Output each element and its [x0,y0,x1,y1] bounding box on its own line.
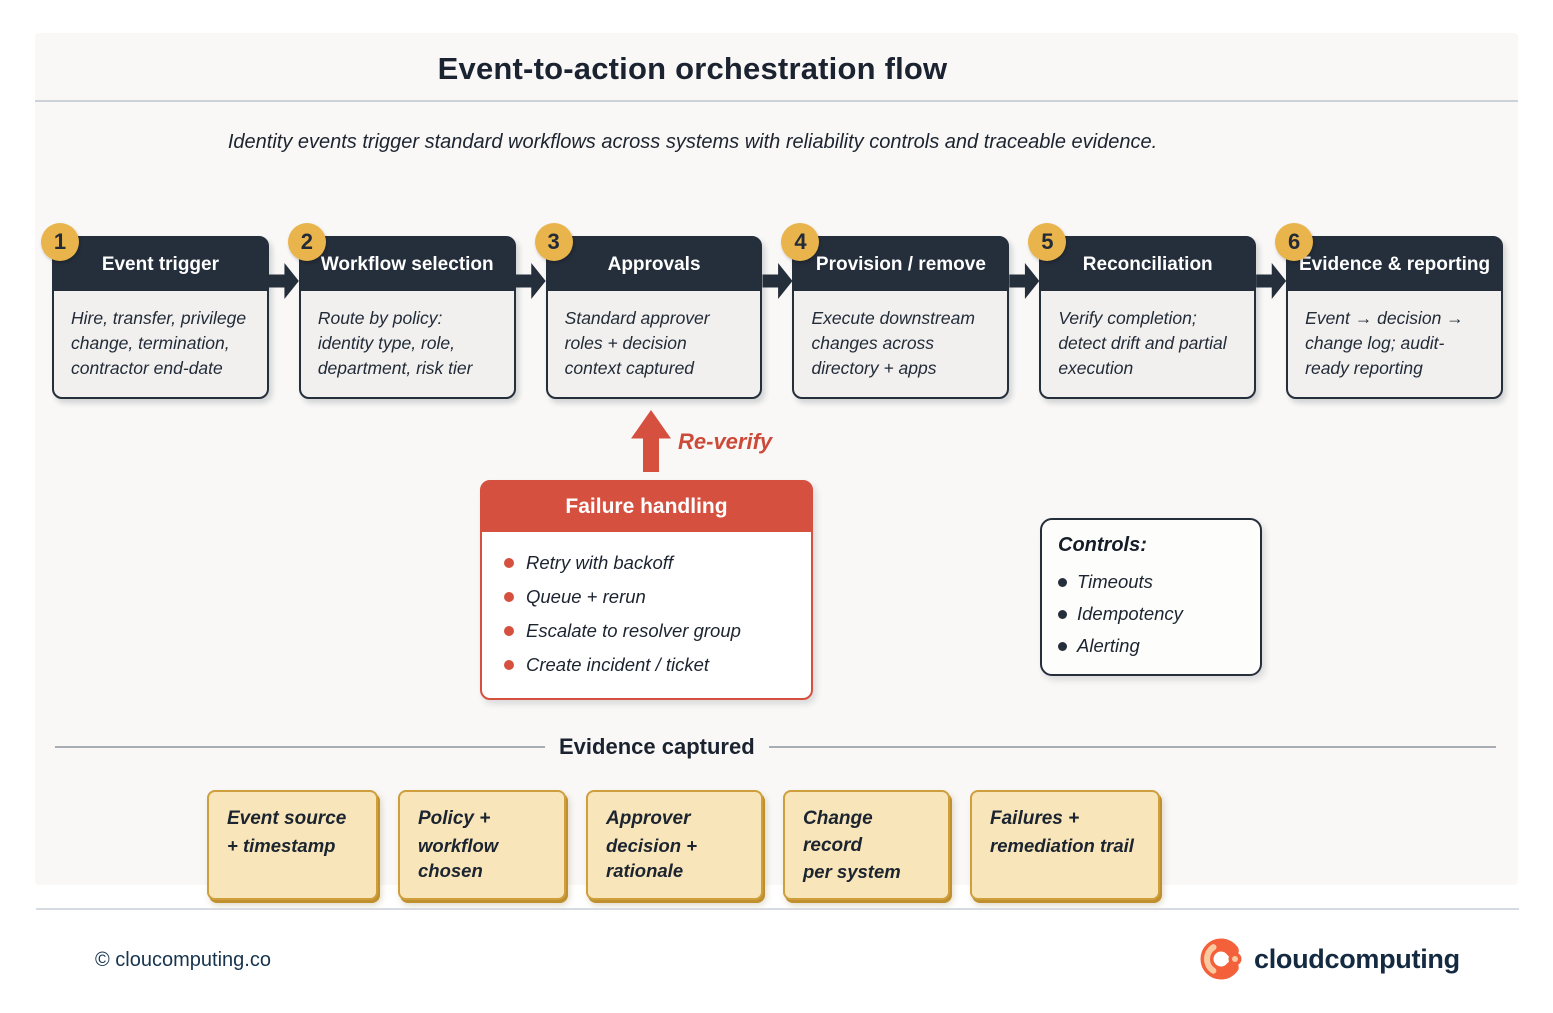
step-title: Event trigger [54,238,267,291]
bullet-icon [1058,609,1067,619]
failure-item-label: Create incident / ticket [526,654,710,675]
brand-logo: cloudcomputing [1199,936,1460,982]
footer-divider [36,908,1519,910]
step-approvals: 3 Approvals Standard approver roles + de… [534,223,763,399]
evidence-label: Failures + [990,808,1080,829]
step-description: Verify completion; detect drift and part… [1058,308,1227,378]
copyright-text: © cloucomputing.co [95,949,271,971]
diagram-card: Event-to-action orchestration flow Ident… [35,33,1518,901]
step-number-badge: 6 [1275,223,1314,261]
reverify-label: Re-verify [678,429,773,454]
evidence-box-policy-workflow: Policy + workflow chosen [398,790,566,901]
evidence-label: decision + rationale [606,834,697,882]
step-provision-remove: 4 Provision / remove Execute downstream … [781,223,1010,399]
bullet-icon [504,558,514,568]
step-title: Approvals [547,238,761,291]
brand-wordmark: cloudcomputing [1254,943,1460,974]
step-number-badge: 5 [1028,223,1067,261]
evidence-label: Approver [606,808,691,829]
step-title: Evidence & reporting [1288,238,1501,291]
arrow-right-icon [515,263,546,299]
failure-handling-title: Failure handling [482,482,811,532]
failure-item-label: Escalate to resolver group [526,620,741,641]
evidence-label: Event source [227,808,347,829]
divider-line [768,746,1496,748]
controls-list: Timeouts Idempotency Alerting [1058,566,1244,662]
step-description: Route by policy: identity type, role, de… [317,308,473,378]
failure-item: Queue + rerun [504,580,797,614]
step-number-badge: 4 [781,223,820,261]
page-title: Event-to-action orchestration flow [437,51,948,86]
step-description: Hire, transfer, privilege change, termin… [71,308,247,378]
control-item-label: Idempotency [1077,603,1183,624]
evidence-label: + timestamp [227,834,336,856]
control-item-label: Timeouts [1077,571,1153,592]
divider-line [55,746,545,748]
step-number-badge: 3 [534,223,573,261]
step-title: Provision / remove [794,238,1008,291]
failure-item-label: Queue + rerun [526,586,646,607]
step-evidence-reporting: 6 Evidence & reporting Event → decision … [1275,223,1503,399]
step-title: Reconciliation [1041,238,1255,291]
failure-item-label: Retry with backoff [526,552,674,573]
step-number-badge: 1 [41,223,79,261]
step-number-badge: 2 [287,223,326,261]
control-item: Timeouts [1058,566,1244,598]
page-subtitle: Identity events trigger standard workflo… [227,131,1158,153]
step-event-trigger: 1 Event trigger Hire, transfer, privileg… [41,223,269,399]
evidence-section-title: Evidence captured [559,734,755,759]
arrow-right-icon [268,263,299,299]
evidence-label: Change record [803,808,873,856]
evidence-box-change-record: Change record per system [783,790,950,901]
bullet-icon [1058,577,1067,587]
evidence-section-divider: Evidence captured [55,734,1496,760]
step-description: Execute downstream changes across direct… [811,308,975,378]
control-item-label: Alerting [1077,635,1140,656]
step-reconciliation: 5 Reconciliation Verify completion; dete… [1028,223,1257,399]
failure-handling-box: Failure handling Retry with backoff Queu… [480,480,813,700]
controls-title: Controls: [1058,534,1147,556]
evidence-label: workflow chosen [418,834,499,882]
evidence-box-approver-decision: Approver decision + rationale [586,790,763,901]
arrow-right-icon [762,263,793,299]
failure-item: Escalate to resolver group [504,614,797,648]
step-description: Event → decision → change log; audit-rea… [1305,308,1464,378]
step-description: Standard approver roles + decision conte… [564,308,710,378]
evidence-box-event-source: Event source + timestamp [207,790,378,901]
control-item: Idempotency [1058,598,1244,630]
evidence-label: per system [803,861,901,883]
failure-item: Create incident / ticket [504,648,797,682]
reverify-up-arrow-icon [631,410,671,472]
evidence-row: Event source + timestamp Policy + workfl… [207,790,1160,901]
evidence-label: Policy + [418,808,491,829]
flow-row: 1 Event trigger Hire, transfer, privileg… [41,223,1503,399]
step-workflow-selection: 2 Workflow selection Route by policy: id… [287,223,516,399]
evidence-box-failures-remediation: Failures + remediation trail [970,790,1160,901]
failure-handling-list: Retry with backoff Queue + rerun Escalat… [482,532,811,698]
brand-c-icon [1200,938,1242,980]
failure-item: Retry with backoff [504,546,797,580]
bullet-icon [504,660,514,670]
bullet-icon [504,592,514,602]
arrow-right-icon [1009,263,1040,299]
bullet-icon [1058,641,1067,651]
controls-box: Controls: Timeouts Idempotency Alerting [1040,518,1262,676]
bullet-icon [504,626,514,636]
step-title: Workflow selection [300,238,514,291]
arrow-right-icon [1256,263,1287,299]
title-divider [35,100,1518,102]
evidence-label: remediation trail [990,834,1134,856]
control-item: Alerting [1058,630,1244,662]
